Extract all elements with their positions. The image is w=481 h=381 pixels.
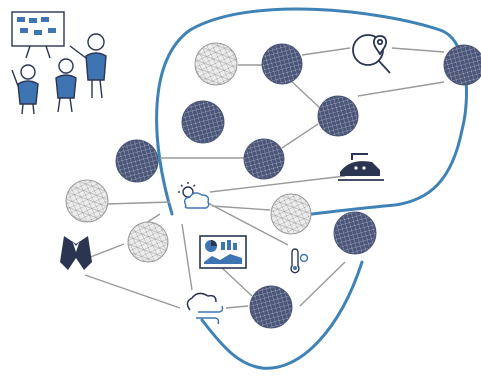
team-whiteboard-illustration [11,11,107,115]
network-node-right-light [270,193,312,235]
network-node-mid-right [317,95,359,137]
network-node-mid-left [181,100,225,144]
network-node-left-low-light [127,221,169,263]
tuxedo-icon [60,236,92,270]
network-node-top-center [261,43,303,85]
wind-icon [186,292,224,325]
network-node-bottom [249,285,293,329]
dashboard-chart-icon [199,235,247,269]
location-search-icon [352,34,391,74]
network-node-top-light [194,42,238,86]
thermometer-icon [290,248,309,274]
network-node-center [243,138,285,180]
nodes [65,42,481,329]
highlight-path [155,7,469,370]
partly-cloudy-icon [178,182,210,209]
network-node-right-top [443,44,481,86]
network-node-far-left-light [65,179,109,223]
network-node-left [115,139,159,183]
steam-iron-icon [338,153,384,181]
network-node-right-low [333,211,377,255]
